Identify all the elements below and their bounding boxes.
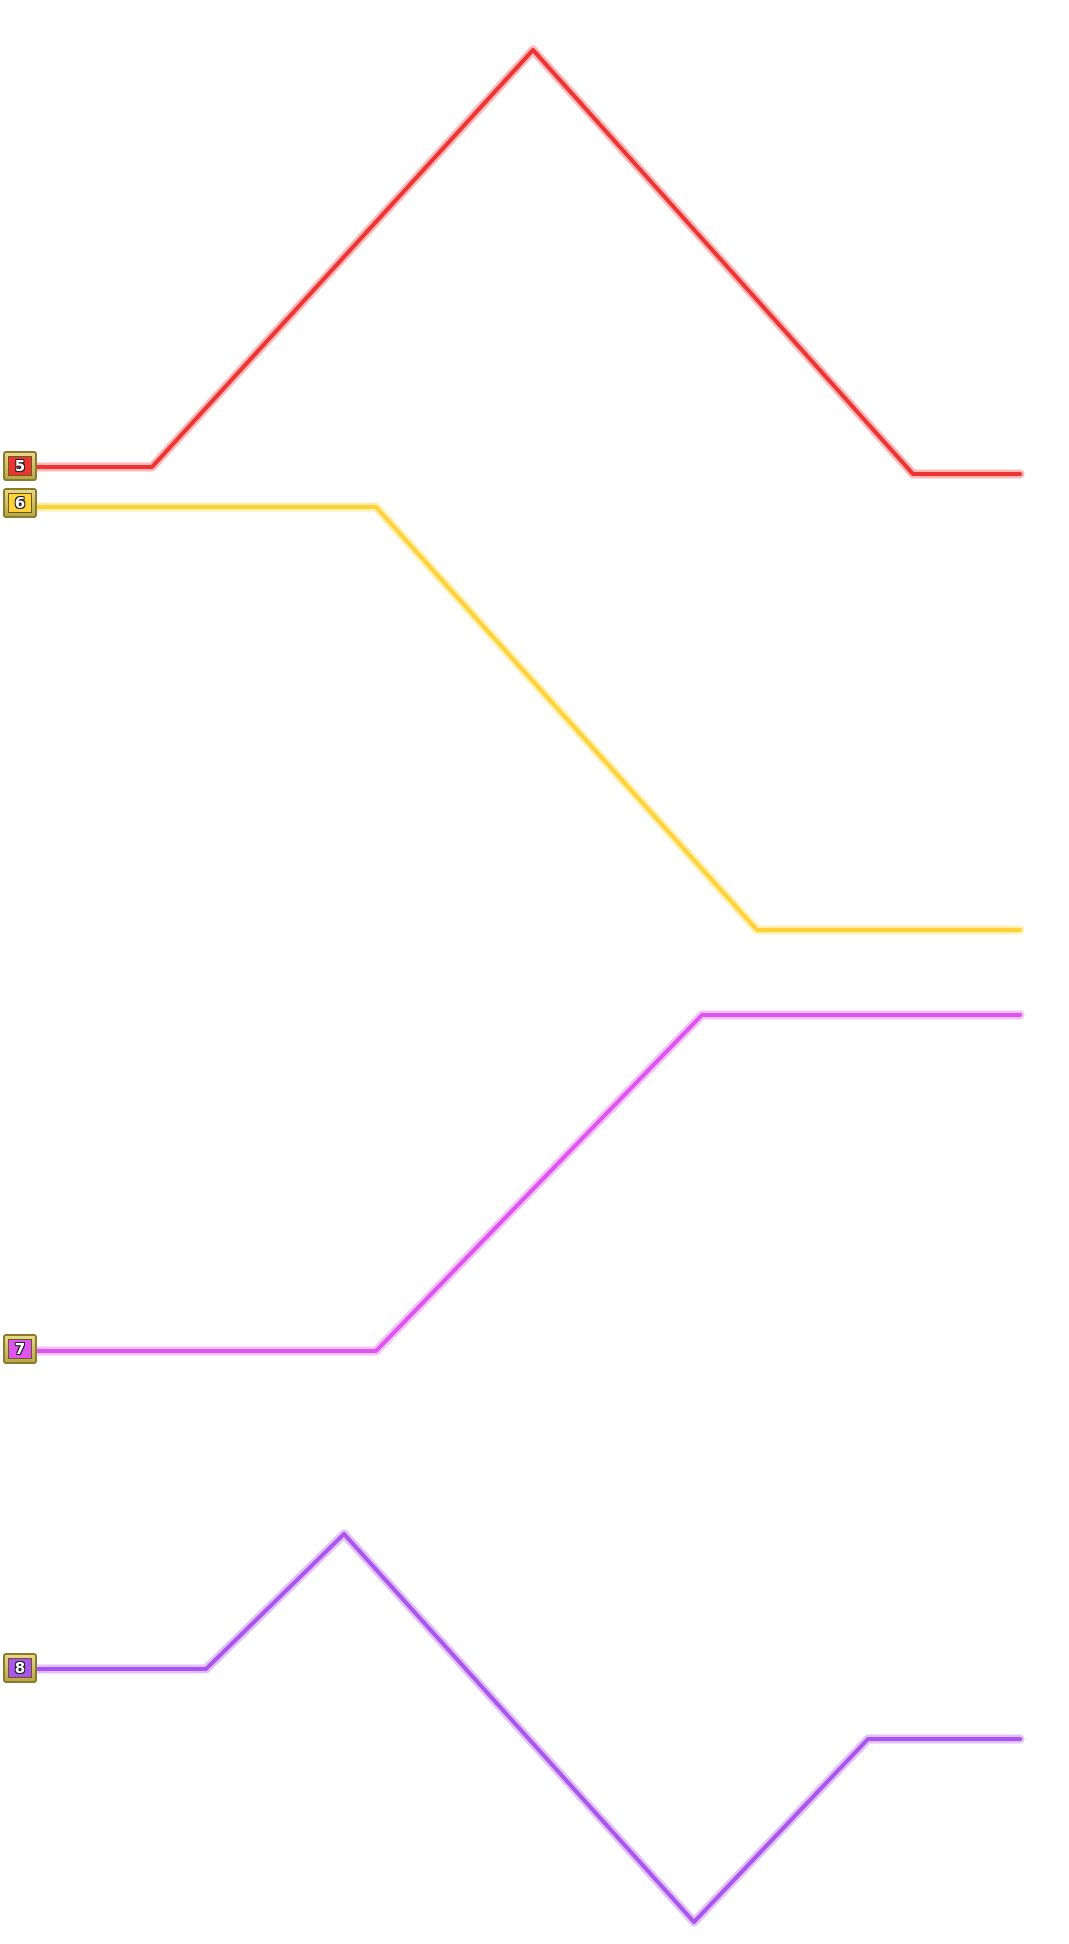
track-badge-7[interactable]: 7: [3, 1334, 37, 1364]
track-badge-7-label: 7: [8, 1339, 32, 1359]
track-badge-8-label: 8: [8, 1658, 32, 1678]
track-badge-5-label: 5: [8, 456, 32, 476]
track-badge-5[interactable]: 5: [3, 451, 37, 481]
track-badge-6[interactable]: 6: [3, 488, 37, 518]
track-line-5: [31, 45, 1025, 479]
track-line-8: [31, 1529, 1025, 1927]
track-line-7: [31, 1010, 1025, 1356]
track-badge-6-label: 6: [8, 493, 32, 513]
track-badge-8[interactable]: 8: [3, 1653, 37, 1683]
track-line-6: [31, 502, 1025, 935]
